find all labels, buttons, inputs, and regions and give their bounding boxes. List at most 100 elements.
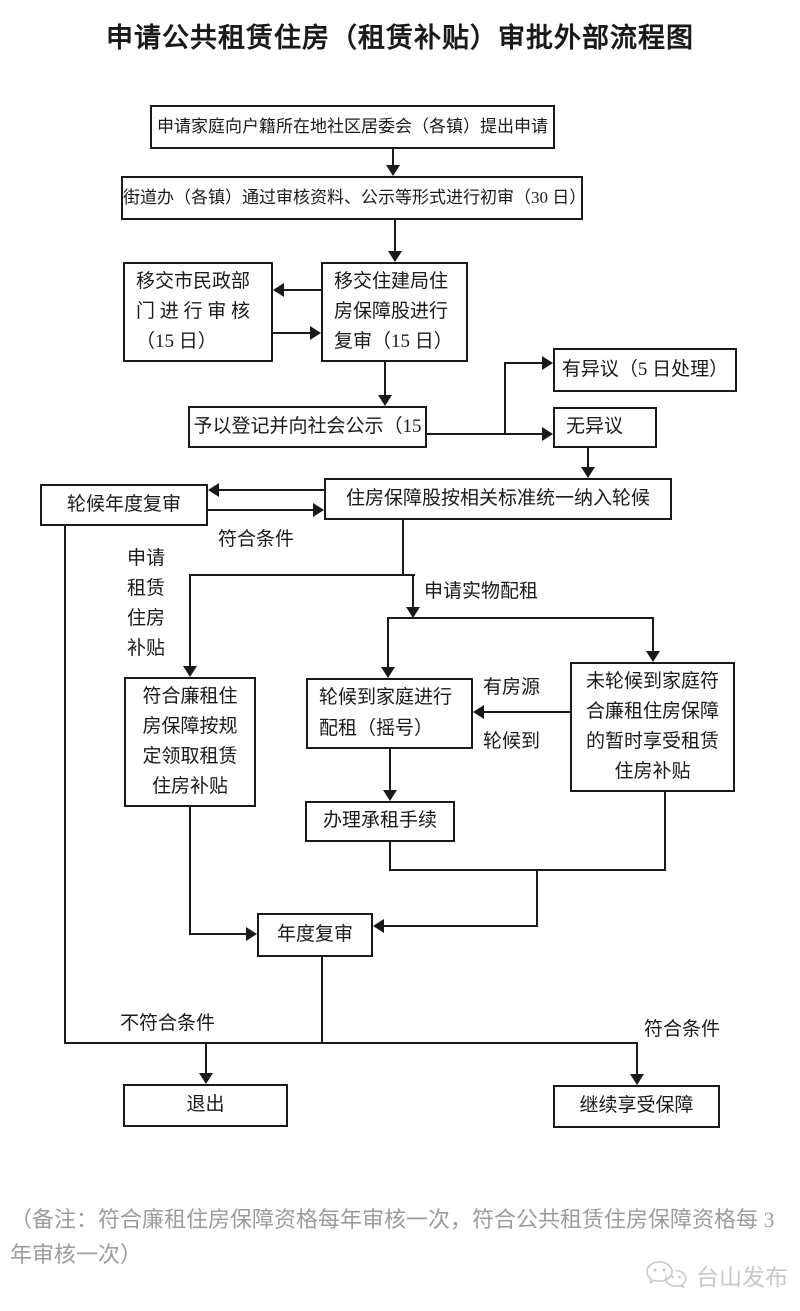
node-label: 符合廉租住 <box>142 685 238 707</box>
connector-tempsubsidy-to-lottery <box>484 711 570 713</box>
node-exit: 退出 <box>123 1084 288 1127</box>
page-title: 申请公共租赁住房（租赁补贴）审批外部流程图 <box>106 23 694 53</box>
node-waitlist-annual-review: 轮候年度复审 <box>40 484 208 526</box>
arrowhead-left-icon <box>273 283 284 297</box>
connector-objection-branch <box>504 362 506 435</box>
connector-to-tempsubsidy <box>652 617 654 651</box>
connector-bureau-to-register <box>384 360 386 395</box>
connector-tempsubsidy-down <box>664 791 666 871</box>
node-temp-subsidy: 未轮候到家庭符 合廉租住房保障 的暂时享受租赁 住房补贴 <box>570 662 735 792</box>
footnote: （备注：符合廉租住房保障资格每年审核一次，符合公共租赁住房保障资格每 3 年审核… <box>10 1202 794 1272</box>
node-label: 配租（摇号） <box>319 717 434 739</box>
connector-to-continue <box>636 1042 638 1074</box>
arrowhead-down-icon <box>199 1073 213 1084</box>
label-line: 补贴 <box>126 638 165 659</box>
connector-subsidyreceive-down <box>189 806 191 935</box>
label-line: 申请 <box>126 548 165 569</box>
node-label: 申请家庭向户籍所在地社区居委会（各镇）提出申请 <box>157 116 548 136</box>
node-objection: 有异议（5 日处理） <box>553 348 737 392</box>
label-apply-rental-subsidy: 申请 租赁 住房 补贴 <box>122 544 170 664</box>
node-annual-review: 年度复审 <box>257 913 373 957</box>
arrowhead-right-icon <box>310 326 321 340</box>
node-label: 门 进 行 审 核 <box>136 300 251 322</box>
arrowhead-right-icon <box>542 356 553 370</box>
arrowhead-left-icon <box>208 483 219 497</box>
arrowhead-down-icon <box>183 666 197 677</box>
connector-civil-to-bureau <box>273 332 310 334</box>
node-civil-affairs-review: 移交市民政部 门 进 行 审 核 （15 日） <box>123 262 273 362</box>
connector-merge-down <box>536 869 538 927</box>
connector-merge <box>389 869 666 871</box>
node-label: 未轮候到家庭符 <box>585 670 719 692</box>
label-line: 租赁 <box>126 578 165 599</box>
label-has-housing: 有房源 <box>483 677 541 698</box>
arrowhead-down-icon <box>646 651 660 662</box>
label-not-meet-criteria: 不符合条件 <box>120 1013 216 1034</box>
arrowhead-right-icon <box>313 503 324 517</box>
arrowhead-down-icon <box>406 607 420 618</box>
node-initial-review: 街道办（各镇）通过审核资料、公示等形式进行初审（30 日） <box>121 176 586 220</box>
connector-noobjection-to-waitlist <box>587 446 589 467</box>
wechat-bubbles-icon <box>646 1261 687 1289</box>
connector-review-to-waitlist <box>208 509 313 511</box>
connector-bottom-split <box>64 1042 638 1044</box>
arrowhead-down-icon <box>386 165 400 176</box>
connector-initial-to-bureau <box>394 218 396 251</box>
connector-merge-to-annualreview <box>384 925 537 927</box>
node-label: 住房保障股按相关标准统一纳入轮候 <box>345 487 650 509</box>
node-no-objection: 无异议 <box>553 407 657 448</box>
node-label: 房保障股进行 <box>334 300 449 322</box>
footnote-line: 年审核一次） <box>10 1242 143 1267</box>
connector-subsidy-to-annualreview <box>189 933 246 935</box>
arrowhead-right-icon <box>542 427 553 441</box>
arrowhead-right-icon <box>246 927 257 941</box>
node-label: 房保障按规 <box>142 715 238 737</box>
arrowhead-down-icon <box>381 667 395 678</box>
label-meet-criteria-bottom: 符合条件 <box>644 1019 721 1040</box>
connector-register-to-objections <box>425 433 542 435</box>
node-continue-guarantee: 继续享受保障 <box>553 1085 720 1128</box>
label-waitlisted: 轮候到 <box>483 731 541 752</box>
node-allocation-lottery: 轮候到家庭进行 配租（摇号） <box>306 678 473 749</box>
node-label: 有异议（5 日处理） <box>561 358 729 380</box>
node-label: 予以登记并向社会公示（15 <box>193 415 422 437</box>
label-apply-physical-allocation: 申请实物配租 <box>424 581 539 602</box>
connector-split-physical <box>387 617 654 619</box>
node-label: 的暂时享受租赁 <box>585 731 719 752</box>
connector-waitlistreview-down <box>64 525 66 1044</box>
node-label: 复审（15 日） <box>334 331 453 352</box>
node-submit-application: 申请家庭向户籍所在地社区居委会（各镇）提出申请 <box>150 105 555 149</box>
connector-waitlist-to-review <box>219 489 324 491</box>
arrowhead-down-icon <box>581 467 595 478</box>
node-label: （15 日） <box>136 331 217 352</box>
connector-to-lottery <box>387 617 389 667</box>
connector-lease-down <box>389 841 391 871</box>
arrowhead-down-icon <box>630 1074 644 1085</box>
node-label: 定领取租赁 <box>142 746 238 767</box>
connector-annualreview-down <box>321 956 323 1044</box>
connector-split-top <box>189 574 415 576</box>
node-label: 移交住建局住 <box>334 270 449 292</box>
node-label: 继续享受保障 <box>579 1095 694 1117</box>
node-label: 轮候年度复审 <box>66 493 181 515</box>
connector-to-objection <box>504 362 542 364</box>
connector-physical-branch <box>412 574 414 607</box>
connector-to-subsidyreceive <box>189 574 191 666</box>
node-waitlist-inclusion: 住房保障股按相关标准统一纳入轮候 <box>324 478 672 520</box>
node-label: 轮候到家庭进行 <box>319 687 453 709</box>
node-label: 办理承租手续 <box>322 810 437 832</box>
node-label: 住房补贴 <box>614 761 691 783</box>
node-label: 年度复审 <box>276 923 353 945</box>
arrowhead-left-icon <box>473 705 484 719</box>
footnote-line: （备注：符合廉租住房保障资格每年审核一次，符合公共租赁住房保障资格每 3 <box>10 1207 775 1232</box>
node-register-publicity: 予以登记并向社会公示（15 <box>188 406 427 448</box>
arrowhead-left-icon <box>373 919 384 933</box>
node-housing-bureau-recheck: 移交住建局住 房保障股进行 复审（15 日） <box>321 262 468 362</box>
arrowhead-down-icon <box>383 790 397 801</box>
connector-lottery-to-lease <box>389 748 391 790</box>
connector-bureau-to-civil <box>284 289 321 291</box>
connector-waitlist-down <box>402 519 404 576</box>
node-label: 无异议 <box>566 416 624 438</box>
node-subsidy-receive: 符合廉租住 房保障按规 定领取租赁 住房补贴 <box>124 677 256 807</box>
